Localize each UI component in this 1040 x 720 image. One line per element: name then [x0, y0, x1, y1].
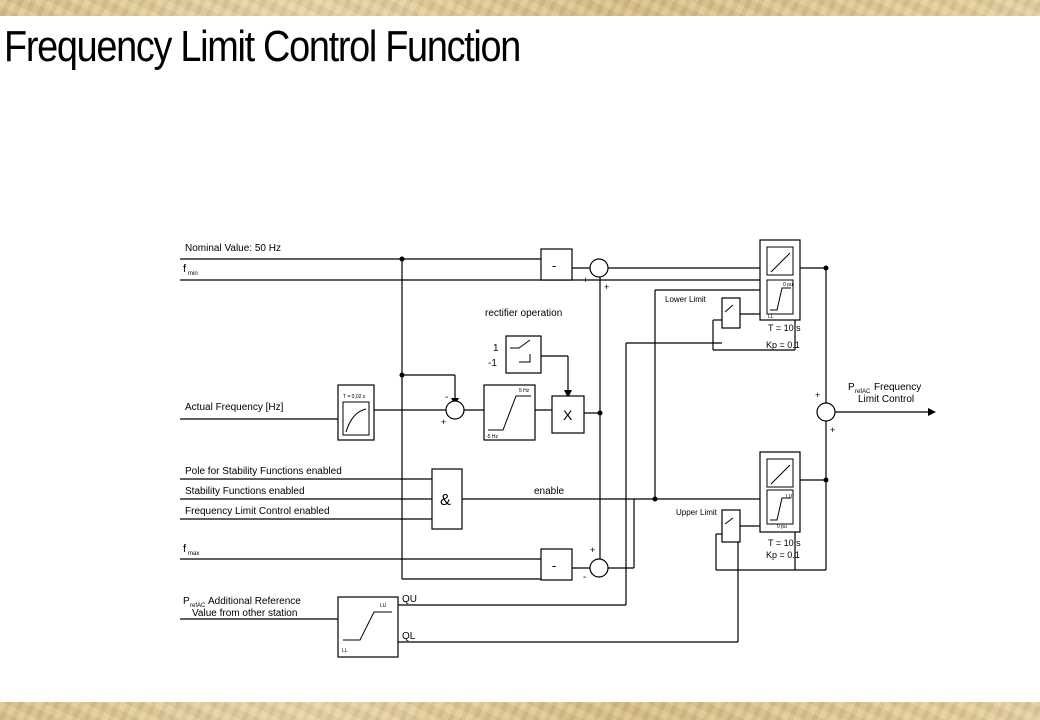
filter-block: [337, 384, 375, 441]
bottom-ramp-lu: LU: [786, 494, 793, 500]
limiter-lower: -5 Hz: [486, 434, 498, 440]
label-pref-sub: refAC: [190, 603, 206, 609]
filter-time-constant: T = 0,02 s: [343, 394, 366, 400]
label-fmax: f: [183, 543, 187, 555]
sign-actual-plus: +: [441, 417, 446, 427]
upper-limit-switch: [721, 509, 741, 543]
summer-actual: [445, 400, 465, 420]
output-label-line1: Frequency: [874, 382, 921, 393]
bottom-ramp-T: T = 10 s: [768, 538, 801, 548]
summer-bottom: [589, 558, 609, 578]
summer-output: [816, 402, 836, 422]
multiply-block: [551, 395, 585, 434]
output-label-line2: Limit Control: [858, 394, 914, 405]
output-label-sub: refAC: [855, 389, 871, 395]
label-switch-minus-one: -1: [488, 358, 497, 369]
label-switch-one: 1: [493, 343, 499, 354]
lower-limit-switch: [721, 297, 741, 329]
limiter-upper: 5 Hz: [519, 388, 530, 394]
sign-bottom-minus: -: [583, 572, 586, 583]
bottom-ramp-kp: Kp = 0.1: [766, 550, 800, 560]
label-fmin-sub: min: [188, 271, 198, 277]
multiply-sign: X: [563, 407, 573, 423]
subtract-block-bottom: [540, 548, 573, 581]
sign-top-plus-bottom: +: [604, 282, 609, 292]
subtract-block-top: [540, 248, 573, 281]
ref-limiter-ll: LL: [342, 648, 348, 654]
label-stability-enabled: Stability Functions enabled: [185, 486, 305, 497]
label-lower-limit: Lower Limit: [665, 295, 707, 304]
parchment-border-top: [0, 0, 1040, 16]
summer-top: [589, 258, 609, 278]
label-ql: QL: [402, 631, 416, 642]
top-ramp-T: T = 10 s: [768, 323, 801, 333]
bottom-ramp-zero: 0 pu: [777, 524, 787, 530]
label-rectifier: rectifier operation: [485, 308, 562, 319]
and-sign: &: [440, 492, 451, 509]
bottom-ramp-block: [759, 451, 801, 533]
and-block: [431, 468, 463, 530]
label-pref: P: [183, 596, 190, 607]
subtract-bottom-sign: -: [552, 558, 556, 573]
label-fmin: f: [183, 263, 187, 275]
top-ramp-kp: Kp = 0.1: [766, 340, 800, 350]
sign-top-plus-left: +: [583, 275, 588, 285]
label-pole-enabled: Pole for Stability Functions enabled: [185, 466, 342, 477]
label-flc-enabled: Frequency Limit Control enabled: [185, 506, 330, 517]
top-ramp-ll: LL: [768, 314, 774, 320]
rectifier-switch: [505, 335, 542, 374]
label-upper-limit: Upper Limit: [676, 508, 718, 517]
label-pref-line2: Value from other station: [192, 608, 297, 619]
label-fmax-sub: max: [188, 551, 199, 557]
label-enable: enable: [534, 486, 564, 497]
output-label: P: [848, 382, 855, 393]
label-nominal: Nominal Value: 50 Hz: [185, 243, 281, 254]
sign-output-plus-top: +: [815, 390, 820, 400]
ref-limiter-lu: LU: [380, 603, 387, 609]
sign-actual-minus: -: [445, 392, 448, 403]
label-actual-frequency: Actual Frequency [Hz]: [185, 402, 284, 413]
sign-output-plus-bottom: +: [830, 425, 835, 435]
top-ramp-zero: 0 pu: [783, 282, 793, 288]
page-title: Frequency Limit Control Function: [4, 22, 521, 71]
label-pref-line1: Additional Reference: [208, 596, 301, 607]
subtract-top-sign: -: [552, 258, 556, 273]
parchment-border-bottom: [0, 702, 1040, 720]
sign-bottom-plus: +: [590, 545, 595, 555]
label-qu: QU: [402, 594, 417, 605]
reference-limiter-block: [337, 596, 399, 658]
